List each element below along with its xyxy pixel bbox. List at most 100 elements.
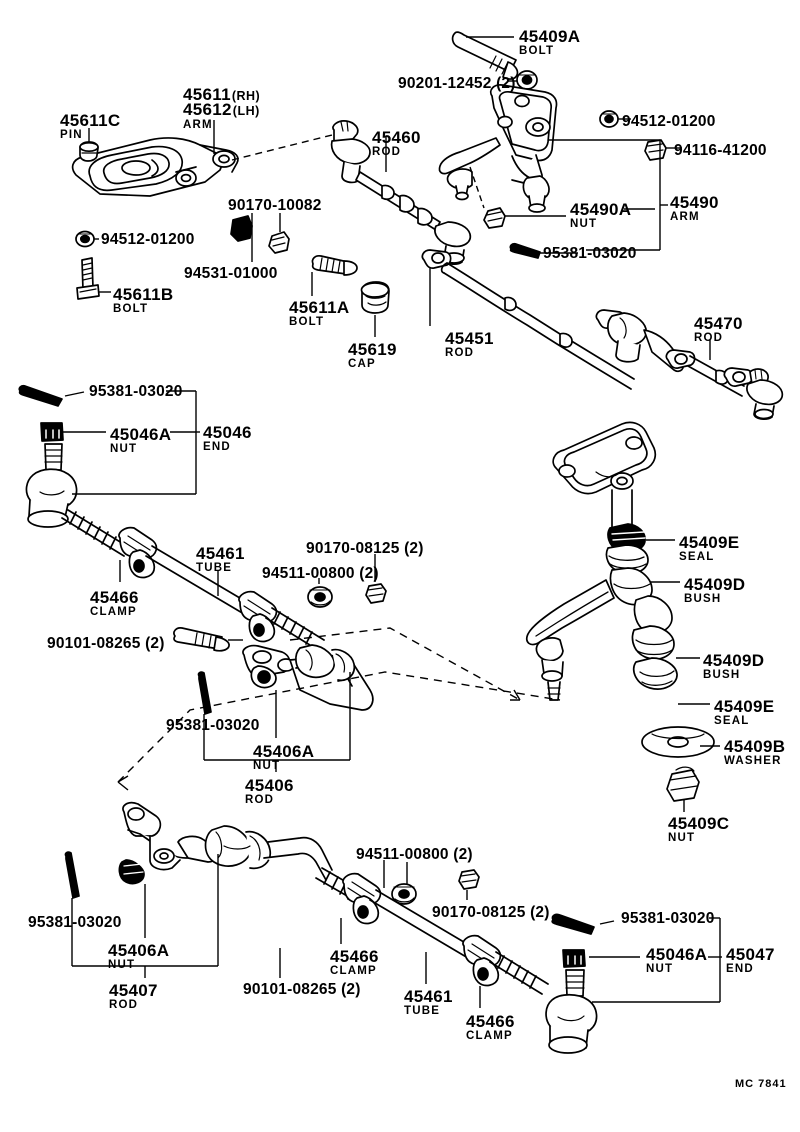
callout-number: 45406A — [108, 941, 170, 960]
callout-number: 45466 — [90, 588, 139, 607]
callout-description: NUT — [668, 832, 696, 844]
art-nut-45490a — [483, 207, 506, 229]
art-pin-95381-mid-left — [18, 384, 63, 407]
art-tie-rod-end-45047 — [545, 969, 598, 1054]
art-rod-45451 — [421, 249, 635, 390]
art-pitman-arm-45611 — [71, 137, 239, 197]
art-bolt-90101-mid — [173, 627, 230, 652]
callout-description: END — [726, 963, 754, 975]
callout-number: 45466 — [330, 947, 379, 966]
callout-94116-41200: 94116-41200 — [674, 143, 767, 159]
callout-number: 45490A — [570, 200, 632, 219]
callout-90101-08265-2: 90101-08265 (2) — [47, 636, 165, 652]
art-nut-90170-10082 — [268, 231, 290, 254]
callout-number: 45460 — [372, 128, 421, 147]
callout-number: 95381-03020 — [543, 245, 637, 262]
callout-number: 94116-41200 — [674, 142, 767, 159]
callout-number: 94531-01000 — [184, 265, 278, 282]
callout-94511-00800-2: 94511-00800 (2) — [262, 566, 379, 582]
art-bolt-95381-bottom-right — [551, 913, 595, 935]
callout-description: NUT — [646, 963, 674, 975]
callout-number: 95381-03020 — [621, 910, 715, 927]
callout-number: 45406 — [245, 776, 294, 795]
callout-45612: 45612(LH)ARM — [183, 101, 260, 132]
callout-number: 45409D — [684, 575, 746, 594]
art-tube-45461-bottom — [369, 889, 549, 995]
callout-number: 45406A — [253, 742, 315, 761]
callout-description: BOLT — [289, 316, 325, 328]
callout-number: 94512-01200 — [622, 113, 716, 130]
art-idler-arm-45490 — [438, 84, 558, 213]
art-nut-94116 — [644, 139, 667, 161]
art-clip-94531 — [230, 215, 253, 242]
callout-number: 45490 — [670, 193, 719, 212]
art-tube-45461-mid — [61, 509, 325, 651]
callout-description: NUT — [110, 443, 138, 455]
callout-number: 45409E — [714, 697, 775, 716]
art-nut-45046a-bottom — [562, 949, 586, 968]
callout-side-suffix: (RH) — [231, 89, 261, 103]
art-bolt-45409a — [451, 31, 519, 80]
callout-45611: 45611(RH) — [183, 86, 260, 104]
callout-number: 94511-00800 (2) — [356, 846, 473, 863]
art-pin-95381-top — [509, 242, 541, 259]
art-pin-95381-mid — [197, 671, 212, 715]
callout-description: CLAMP — [466, 1030, 513, 1042]
art-rod-45460 — [330, 120, 472, 265]
art-bolt-45611b — [76, 257, 100, 300]
callout-number: 90201-12452 (2) — [398, 75, 516, 92]
callout-90201-12452-2: 90201-12452 (2) — [398, 76, 516, 92]
callout-number: 45611C — [60, 111, 121, 130]
callout-number: 45612 — [183, 100, 232, 119]
callout-number: 45611B — [113, 285, 174, 304]
callout-description: SEAL — [679, 551, 715, 563]
callout-number: 90170-08125 (2) — [432, 904, 550, 921]
callout-number: 45046A — [646, 945, 708, 964]
callout-description: NUT — [570, 218, 598, 230]
callout-95381-03020: 95381-03020 — [543, 246, 637, 262]
callout-number: 90170-08125 (2) — [306, 540, 424, 557]
callout-number: 94511-00800 (2) — [262, 565, 379, 582]
callout-90170-08125-2: 90170-08125 (2) — [306, 541, 424, 557]
callout-description: TUBE — [404, 1005, 441, 1017]
callout-description: BUSH — [703, 669, 741, 681]
callout-number: 90170-10082 — [228, 197, 322, 214]
callout-number: 90101-08265 (2) — [47, 635, 165, 652]
art-bolt-45611a — [311, 255, 358, 276]
art-washer-94512-right — [599, 110, 619, 128]
art-nut-90170-bottom — [458, 869, 480, 890]
callout-description: NUT — [253, 760, 281, 772]
callout-number: 45611A — [289, 298, 350, 317]
callout-95381-03020: 95381-03020 — [89, 384, 183, 400]
callout-number: 94512-01200 — [101, 231, 195, 248]
callout-number: 45407 — [109, 981, 158, 1000]
callout-number: 95381-03020 — [166, 717, 260, 734]
art-pin-45611c — [79, 141, 99, 162]
art-nut-45406a-bottom — [118, 859, 145, 885]
art-washer-90201 — [516, 70, 538, 90]
art-rod-45407 — [122, 801, 375, 909]
callout-number: 45047 — [726, 945, 775, 964]
callout-description: CLAMP — [90, 606, 137, 618]
